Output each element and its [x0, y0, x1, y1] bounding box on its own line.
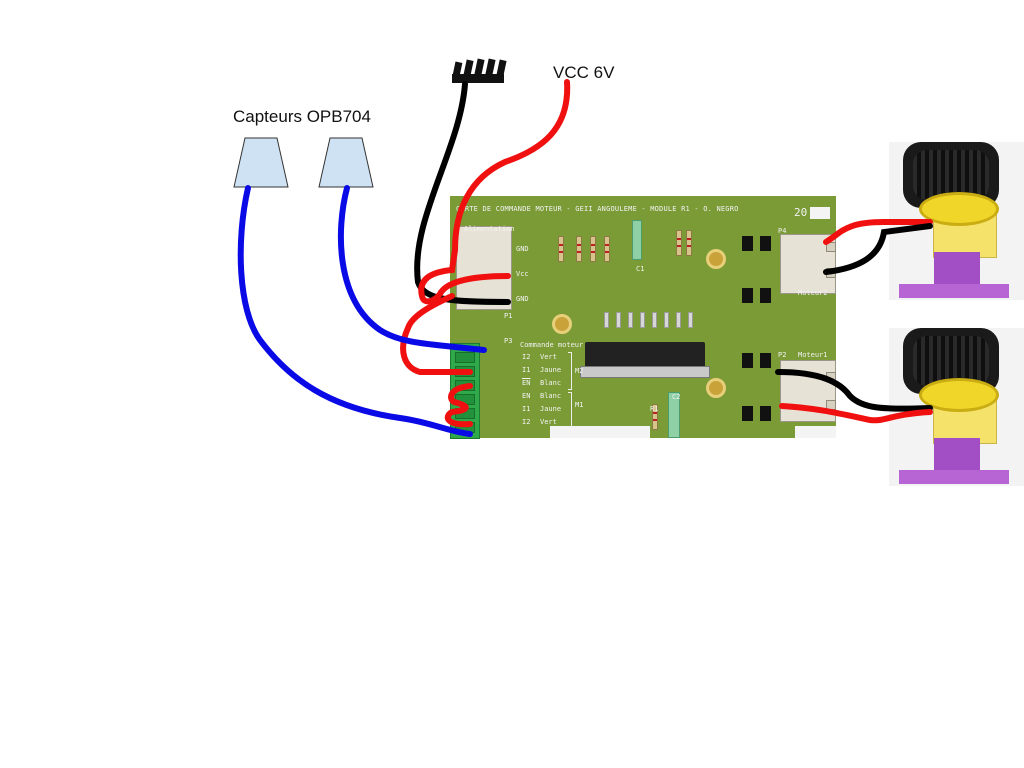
wire-red-motor2: [823, 219, 933, 245]
diode: [760, 406, 771, 421]
cmd-row-color: Vert: [540, 353, 557, 361]
mounting-pad: [706, 249, 726, 269]
diode: [760, 353, 771, 368]
cmd-row-pin: I1: [522, 366, 531, 374]
diode: [742, 406, 753, 421]
resistor: [686, 230, 692, 256]
p1-label: P1: [504, 312, 513, 320]
pcb-title: CARTE DE COMMANDE MOTEUR - GEII ANGOULEM…: [456, 205, 739, 213]
motor-mount-base: [899, 470, 1009, 484]
pcb-board-number: 20: [794, 206, 808, 219]
wire-blue-sensor-right: [337, 185, 487, 353]
alimentation-label: Alimentation: [464, 225, 515, 233]
diode: [742, 353, 753, 368]
cmd-row-pin: EN: [522, 379, 531, 387]
pcb-white-strip-right: [795, 426, 836, 438]
pin-gnd-bottom: GND: [516, 295, 529, 303]
wire-red-motor1: [779, 403, 933, 424]
cmd-row-pin: I1: [522, 405, 531, 413]
chip-pin: [664, 312, 669, 328]
wire-black-motor2: [823, 223, 933, 275]
cmd-row-color: Vert: [540, 418, 557, 426]
chip-pin: [628, 312, 633, 328]
cmd-row-color: Jaune: [540, 405, 562, 413]
resistor: [590, 236, 596, 262]
gnd-connector-comb: [452, 58, 507, 83]
sensor-opb704-left: [233, 137, 289, 188]
sensor-opb704-right: [318, 137, 374, 188]
chip-pin: [688, 312, 693, 328]
p3-label: P3: [504, 337, 513, 345]
m1-label: M1: [575, 401, 584, 409]
capacitor-c2: [668, 392, 680, 438]
wire-black-gnd: [414, 81, 511, 305]
diode: [742, 288, 753, 303]
motor-driver-chip: [585, 342, 705, 368]
motor-mount-base: [899, 284, 1009, 298]
cmd-row-color: Blanc: [540, 379, 562, 387]
chip-pin: [676, 312, 681, 328]
pin-vcc: Vcc: [516, 270, 529, 278]
resistor: [676, 230, 682, 256]
motor-2-photo: [889, 142, 1024, 300]
moteur1-label: Moteur1: [798, 351, 828, 359]
wire-red-vcc: [418, 79, 571, 305]
motor-control-pcb: CARTE DE COMMANDE MOTEUR - GEII ANGOULEM…: [450, 196, 836, 438]
chip-pin: [652, 312, 657, 328]
sensors-label: Capteurs OPB704: [233, 107, 371, 126]
pcb-board-label-box: [810, 207, 830, 219]
p4-label: P4: [778, 227, 787, 235]
terminal-screw: [455, 352, 475, 363]
p2-label: P2: [778, 351, 787, 359]
wire-black-motor1: [775, 369, 933, 412]
r1-label: R1: [650, 405, 659, 413]
cmd-row-pin: I2: [522, 353, 531, 361]
c2-label: C2: [672, 393, 681, 401]
commande-label: Commande moteur: [520, 341, 584, 349]
moteur2-label: Moteur2: [798, 289, 828, 297]
diode: [760, 288, 771, 303]
chip-pin: [640, 312, 645, 328]
chip-heatsink: [580, 366, 710, 378]
resistor: [652, 404, 658, 430]
cmd-row-pin: EN: [522, 392, 531, 400]
resistor: [604, 236, 610, 262]
connector-p1: [456, 226, 512, 310]
chip-pin: [616, 312, 621, 328]
chip-pin: [604, 312, 609, 328]
cmd-row-pin: I2: [522, 418, 531, 426]
pin-gnd-top: GND: [516, 245, 529, 253]
diode: [760, 236, 771, 251]
pcb-white-strip-left: [550, 426, 650, 438]
diode: [742, 236, 753, 251]
wire-red-enable: [400, 293, 473, 428]
c1-label: C1: [636, 265, 645, 273]
m2-bracket: [568, 352, 572, 390]
cmd-row-color: Jaune: [540, 366, 562, 374]
vcc-label: VCC 6V: [553, 63, 615, 82]
mounting-pad: [552, 314, 572, 334]
mounting-pad: [706, 378, 726, 398]
resistor: [576, 236, 582, 262]
wire-blue-sensor-left: [237, 185, 473, 437]
capacitor-c1: [632, 220, 642, 260]
m2-label: M2: [575, 367, 584, 375]
cmd-row-color: Blanc: [540, 392, 562, 400]
connector-pin: [826, 242, 836, 252]
resistor: [558, 236, 564, 262]
